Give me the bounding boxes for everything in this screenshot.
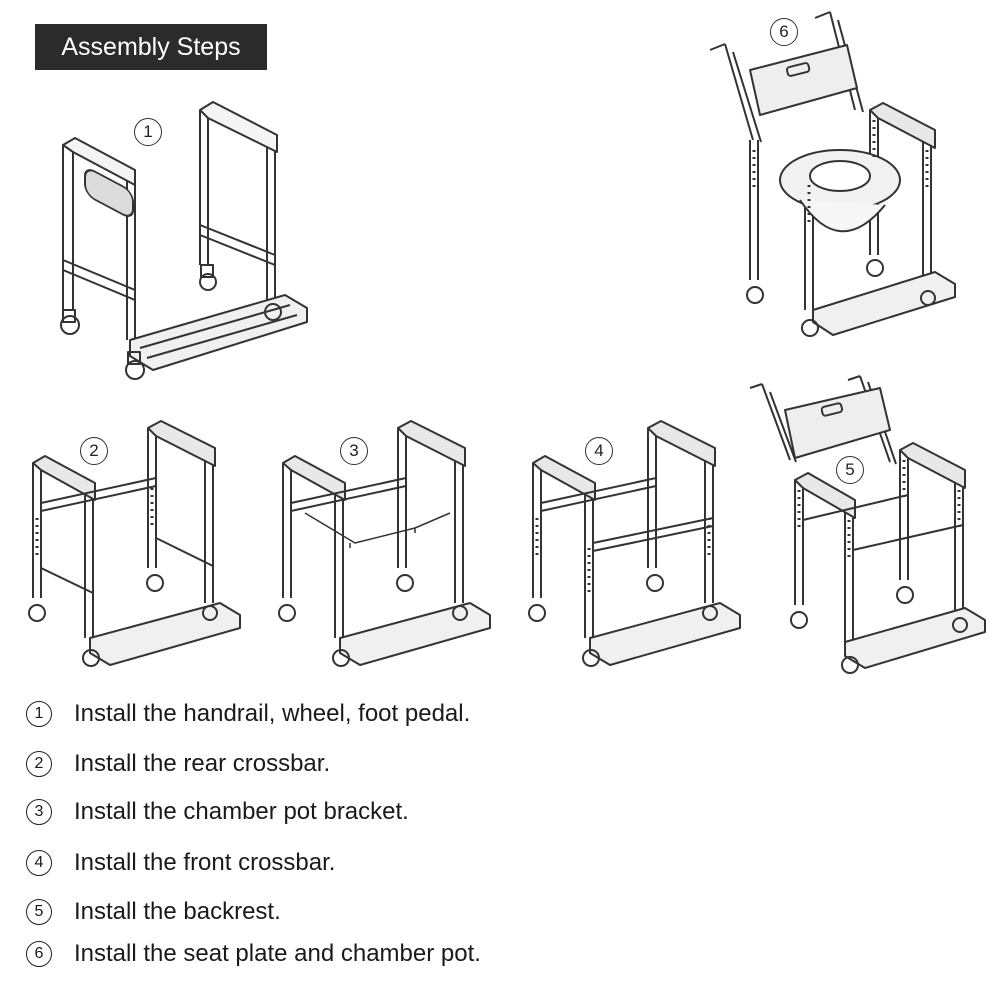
instruction-5-number: 5 bbox=[26, 899, 52, 925]
instruction-6-number: 6 bbox=[26, 941, 52, 967]
step-3-label: 3 bbox=[340, 437, 368, 465]
step-6-diagram bbox=[709, 11, 956, 337]
instruction-4-number: 4 bbox=[26, 850, 52, 876]
instruction-1-text: Install the handrail, wheel, foot pedal. bbox=[74, 700, 471, 727]
instruction-3-text: Install the chamber pot bracket. bbox=[74, 798, 409, 825]
instruction-3-number: 3 bbox=[26, 799, 52, 825]
instruction-3: 3 Install the chamber pot bracket. bbox=[26, 797, 409, 827]
instruction-4: 4 Install the front crossbar. bbox=[26, 848, 335, 878]
instruction-2: 2 Install the rear crossbar. bbox=[26, 749, 330, 779]
instruction-2-text: Install the rear crossbar. bbox=[74, 750, 331, 777]
step-4-label: 4 bbox=[585, 437, 613, 465]
step-3-diagram bbox=[278, 420, 491, 667]
step-2-label: 2 bbox=[80, 437, 108, 465]
instruction-5-text: Install the backrest. bbox=[74, 898, 281, 925]
instruction-1: 1 Install the handrail, wheel, foot peda… bbox=[26, 699, 470, 729]
step-1-diagram bbox=[60, 101, 308, 380]
step-5-label: 5 bbox=[836, 456, 864, 484]
step-5-diagram bbox=[749, 375, 986, 674]
instruction-6: 6 Install the seat plate and chamber pot… bbox=[26, 939, 481, 969]
instruction-6-text: Install the seat plate and chamber pot. bbox=[74, 940, 481, 967]
step-2-diagram bbox=[28, 420, 241, 667]
instruction-2-number: 2 bbox=[26, 751, 52, 777]
instruction-4-text: Install the front crossbar. bbox=[74, 849, 336, 876]
step-4-diagram bbox=[528, 420, 741, 667]
instruction-1-number: 1 bbox=[26, 701, 52, 727]
page-title: Assembly Steps bbox=[35, 24, 267, 70]
step-6-label: 6 bbox=[770, 18, 798, 46]
step-1-label: 1 bbox=[134, 118, 162, 146]
instruction-5: 5 Install the backrest. bbox=[26, 897, 281, 927]
